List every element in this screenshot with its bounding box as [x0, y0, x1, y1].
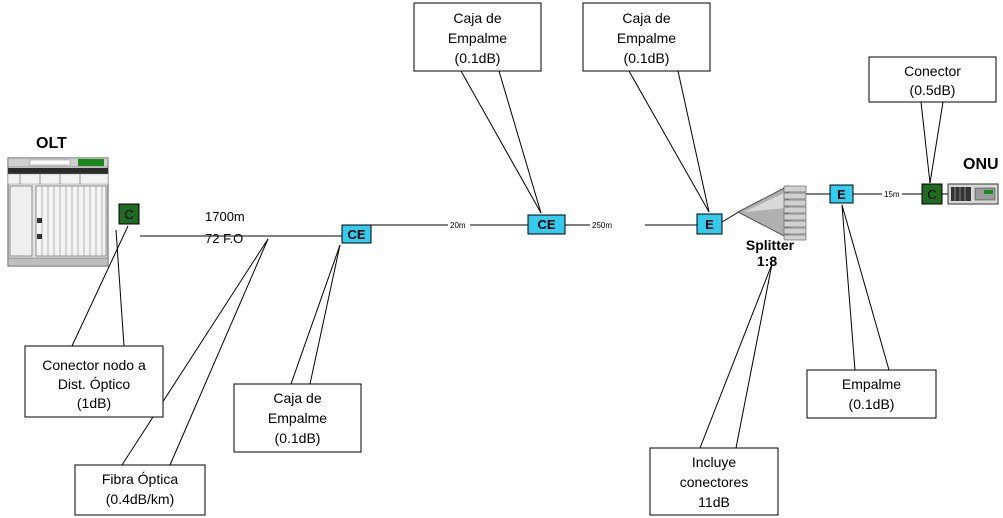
onu-connector-label: C — [927, 187, 936, 202]
callout-conector-onu-line1: Conector — [904, 63, 961, 79]
callout-conector-onu: Conector (0.5dB) — [868, 56, 997, 103]
splice-box-ce2: CE — [527, 214, 566, 235]
callout-caja-bottom-line3: (0.1dB) — [275, 430, 321, 446]
callout-caja-top1-line1: Caja de — [453, 10, 501, 26]
splice-e1: E — [696, 213, 723, 235]
callout-caja-top2: Caja de Empalme (0.1dB) — [582, 2, 711, 72]
callout-conector-nodo-line3: (1dB) — [77, 395, 111, 411]
callout-splitter-note-line3: 11dB — [698, 494, 730, 510]
drop-15m-label: 15m — [884, 190, 900, 199]
splice-box-ce1-label: CE — [347, 227, 365, 242]
callout-caja-top2-line3: (0.1dB) — [624, 50, 670, 66]
splice-box-ce1: CE — [341, 224, 372, 244]
callout-fibra: Fibra Óptica (0.4dB/km) — [74, 464, 206, 516]
onu-device-icon — [947, 183, 999, 205]
callout-caja-bottom-line2: Empalme — [268, 410, 327, 426]
fiber-links — [140, 193, 948, 237]
splitter-name-label: Splitter — [746, 237, 795, 253]
callout-conector-nodo-line2: Dist. Óptico — [58, 376, 131, 392]
callout-empalme-line1: Empalme — [842, 376, 901, 392]
olt-label: OLT — [36, 135, 67, 152]
callout-fibra-line2: (0.4dB/km) — [106, 491, 174, 507]
callout-empalme-line2: (0.1dB) — [849, 396, 895, 412]
callout-splitter-note-line2: conectores — [680, 474, 748, 490]
splitter-icon — [736, 185, 807, 241]
splice-e1-label: E — [705, 217, 714, 232]
callout-caja-top2-line2: Empalme — [617, 30, 676, 46]
trunk-length-label: 1700m — [205, 209, 245, 224]
callout-splitter-note-line1: Incluye — [692, 454, 737, 470]
callout-conector-onu-line2: (0.5dB) — [910, 82, 956, 98]
callout-caja-top1-line2: Empalme — [448, 30, 507, 46]
olt-connector-label: C — [124, 207, 133, 222]
callout-pointers — [71, 70, 944, 466]
segment-250m-label: 250m — [592, 221, 612, 230]
callout-caja-bottom: Caja de Empalme (0.1dB) — [233, 383, 362, 453]
olt-device-icon — [7, 157, 109, 267]
callout-conector-nodo-line1: Conector nodo a — [42, 357, 146, 373]
callout-fibra-line1: Fibra Óptica — [102, 471, 178, 487]
onu-connector: C — [921, 183, 943, 205]
segment-20m-label: 20m — [450, 221, 466, 230]
callout-caja-top1-line3: (0.1dB) — [455, 50, 501, 66]
trunk-fibers-label: 72 F.O — [205, 231, 243, 246]
olt-connector: C — [118, 203, 140, 225]
onu-label: ONU — [963, 156, 999, 173]
callout-empalme: Empalme (0.1dB) — [806, 369, 937, 419]
callout-caja-top2-line1: Caja de — [622, 10, 670, 26]
callout-caja-bottom-line1: Caja de — [273, 390, 321, 406]
splice-e2: E — [829, 184, 854, 204]
splice-box-ce2-label: CE — [537, 217, 555, 232]
splice-e2-label: E — [837, 187, 846, 202]
callout-splitter-note: Incluye conectores 11dB — [649, 447, 779, 516]
splitter-ratio-label: 1:8 — [757, 253, 777, 269]
callout-caja-top1: Caja de Empalme (0.1dB) — [413, 2, 542, 72]
callout-conector-nodo: Conector nodo a Dist. Óptico (1dB) — [24, 345, 164, 418]
